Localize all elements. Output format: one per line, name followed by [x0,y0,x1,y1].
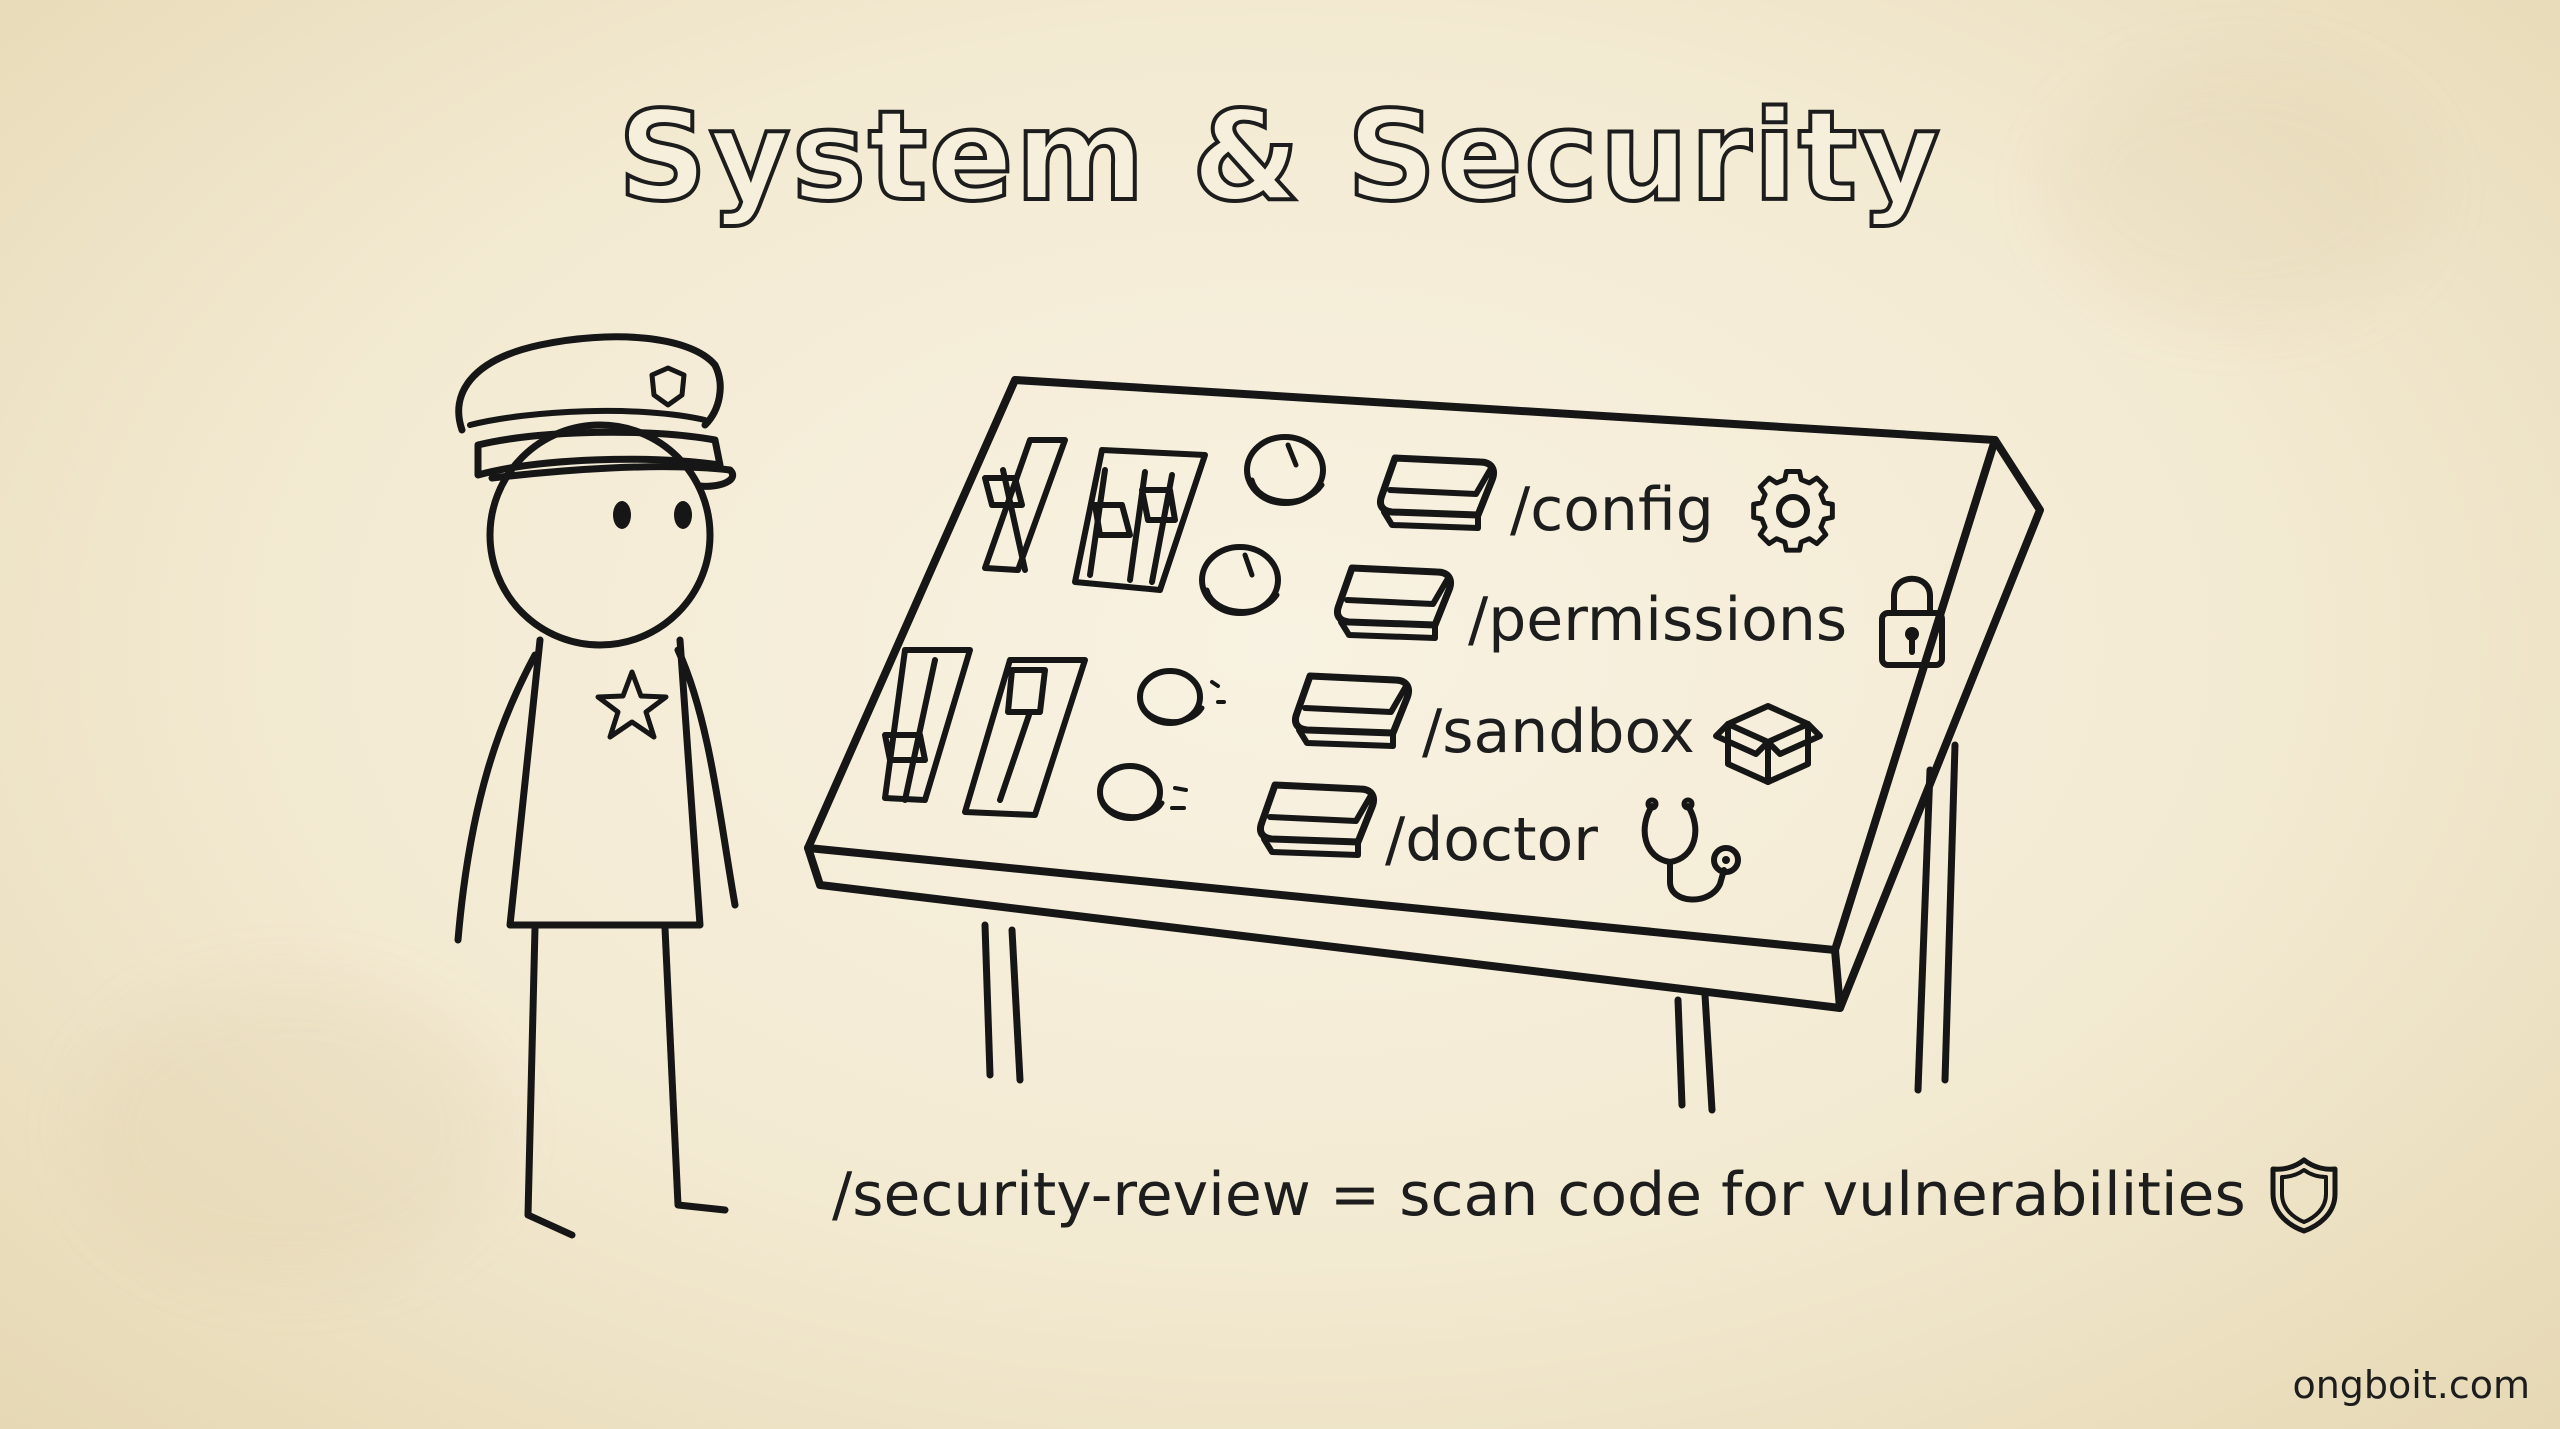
fader-slider[interactable] [882,647,973,803]
rotary-knob[interactable] [1244,434,1326,506]
push-button[interactable] [1256,781,1377,858]
gear-icon [1751,469,1835,553]
control-panel-desk [804,376,2044,1114]
paper-texture [80,980,500,1280]
command-sandbox-label: /sandbox [1422,697,1695,767]
command-permissions-label: /permissions [1468,585,1847,655]
fader-slider[interactable] [982,437,1068,573]
police-stick-figure [454,333,739,1239]
police-badge-icon [649,365,687,408]
command-config-label: /config [1510,475,1714,545]
rotary-knob[interactable] [1137,668,1226,726]
paper-texture [2050,60,2430,320]
sheriff-star-icon [595,669,669,740]
rotary-knob[interactable] [1097,763,1188,821]
footer-url: ongboit.com [2292,1363,2530,1407]
stethoscope-icon [1641,797,1741,903]
push-button[interactable] [1376,454,1497,531]
rotary-knob[interactable] [1199,544,1281,616]
push-button[interactable] [1291,672,1412,749]
padlock-icon [1879,575,1945,668]
shield-icon [2270,1157,2338,1234]
fader-slider-pair[interactable] [1072,447,1208,593]
fader-slider[interactable] [962,657,1088,818]
box-icon [1713,703,1823,785]
command-doctor-label: /doctor [1385,805,1598,875]
page-title: System & Security [616,85,1942,229]
security-review-caption: /security-review = scan code for vulnera… [832,1157,2340,1234]
push-button[interactable] [1333,564,1454,641]
caption-text: /security-review = scan code for vulnera… [832,1160,2246,1230]
